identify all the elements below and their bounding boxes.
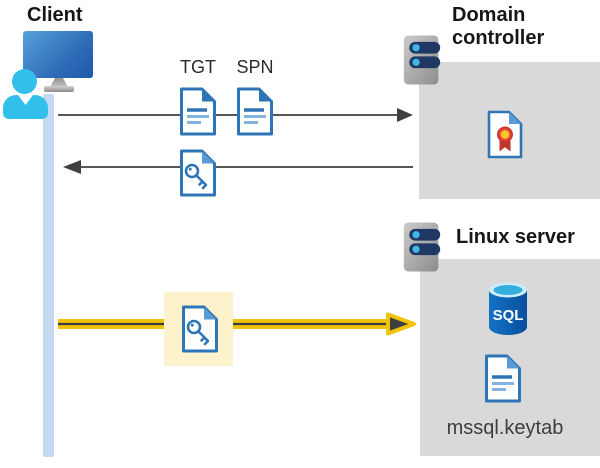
user-collar-icon xyxy=(18,95,33,105)
monitor-stand-icon xyxy=(50,78,68,87)
spn-label: SPN xyxy=(236,57,274,77)
certificate-icon xyxy=(487,110,523,159)
response-arrow-line xyxy=(80,166,413,168)
tgt-label: TGT xyxy=(180,57,216,77)
sql-database-icon: SQL xyxy=(489,282,527,335)
monitor-icon xyxy=(23,31,93,78)
key-document-icon xyxy=(180,149,216,197)
keytab-label: mssql.keytab xyxy=(446,417,564,439)
client-lifeline xyxy=(43,94,54,457)
keytab-document-icon xyxy=(485,354,521,403)
tgt-document-icon xyxy=(180,87,216,136)
server-icon xyxy=(403,35,441,85)
response-arrow-head-icon xyxy=(63,160,81,174)
key-document-icon xyxy=(182,305,218,353)
request-arrow-line xyxy=(58,114,398,116)
spn-document-icon xyxy=(237,87,273,136)
linux-server-label: Linux server xyxy=(456,226,575,248)
sql-label: SQL xyxy=(493,307,524,324)
client-label: Client xyxy=(27,4,83,26)
user-head-icon xyxy=(12,69,37,94)
domain-controller-label: Domain controller xyxy=(452,4,545,49)
auth-arrow-yellow xyxy=(58,312,416,336)
server-icon xyxy=(403,222,441,272)
monitor-stand-base-icon xyxy=(44,86,74,92)
request-arrow-head-icon xyxy=(397,108,413,122)
